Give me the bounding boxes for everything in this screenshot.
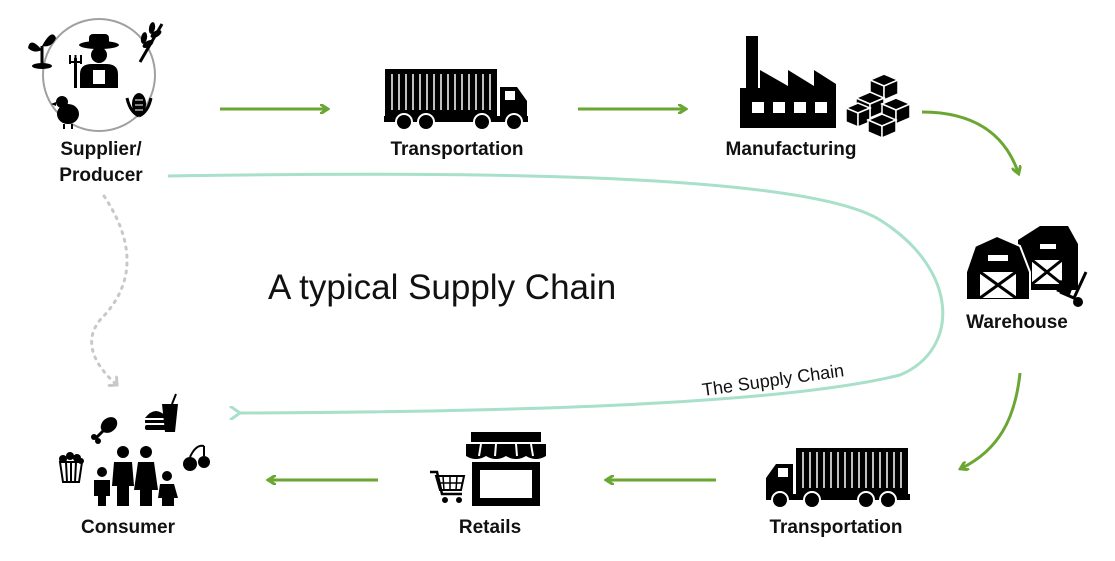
consumer-label: Consumer: [81, 517, 176, 538]
truck-icon: [766, 448, 910, 509]
boxes-icon: [844, 73, 912, 140]
supply-chain-curve: [167, 172, 945, 413]
food-icons: [58, 393, 210, 483]
transportation-bottom-label: Transportation: [769, 517, 902, 538]
factory-icon: [740, 36, 836, 128]
hand-truck-icon: [1056, 271, 1088, 307]
direct-path-arrow: [90, 194, 129, 385]
warehouse-label: Warehouse: [966, 312, 1068, 333]
supplier-label-line2: Producer: [59, 165, 143, 186]
retails-label: Retails: [459, 517, 521, 538]
truck-icon: [384, 69, 528, 131]
family-icon: [94, 446, 178, 506]
diagram-title: A typical Supply Chain: [268, 268, 616, 307]
warehouse-icon: [965, 226, 1078, 301]
flow-arrow-manufacturing-warehouse: [921, 110, 1018, 172]
supplier-label-line1: Supplier/: [60, 139, 142, 160]
farmer-icon: [28, 18, 164, 132]
store-icon: [466, 432, 546, 506]
shopping-cart-icon: [430, 470, 466, 503]
manufacturing-label: Manufacturing: [726, 139, 857, 160]
transportation-top-label: Transportation: [390, 139, 523, 160]
flow-arrow-warehouse-transport: [962, 372, 1022, 468]
